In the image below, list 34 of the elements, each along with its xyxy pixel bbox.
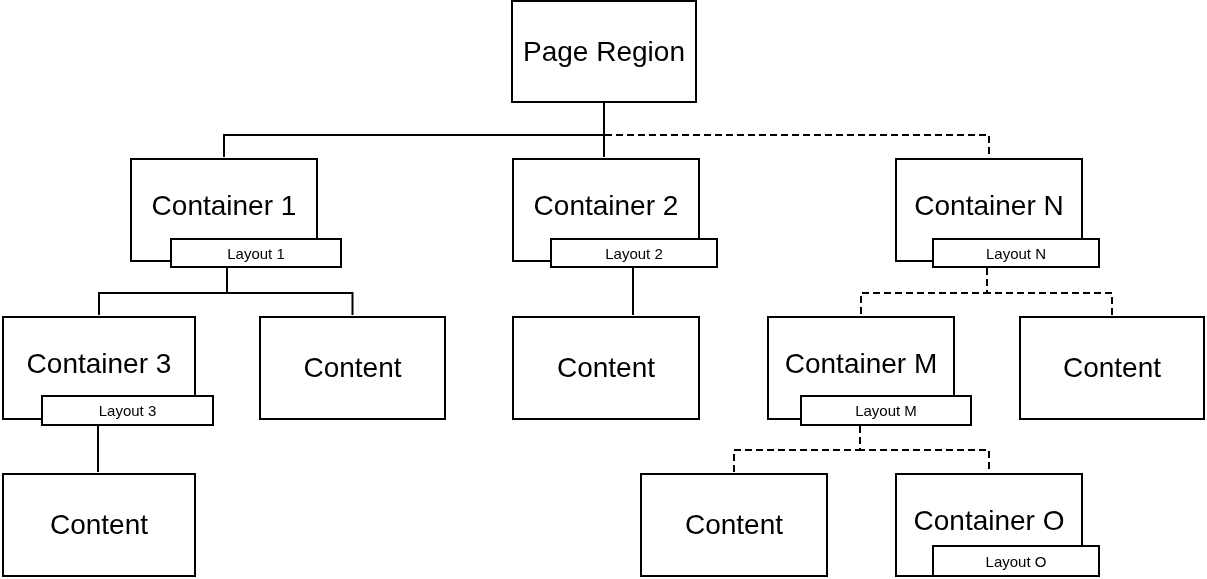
layout-label: Layout 1	[227, 244, 285, 262]
content-box	[1019, 316, 1205, 420]
box-label: Content	[1062, 352, 1162, 384]
layout-box	[932, 545, 1100, 577]
content-box	[259, 316, 446, 420]
layout-box	[932, 238, 1100, 268]
box-label: Content	[303, 352, 402, 384]
layout-box	[41, 395, 214, 426]
connector-line	[986, 267, 1113, 316]
connector-line	[632, 267, 634, 316]
box-label: Page Region	[523, 35, 685, 68]
connector-line	[97, 425, 99, 473]
content-box	[2, 473, 196, 577]
box-label: Content	[684, 509, 784, 541]
box-label: Content	[556, 352, 656, 384]
layout-box	[800, 395, 972, 426]
box-label: Container 3	[26, 348, 172, 380]
layout-label: Layout N	[985, 244, 1046, 262]
layout-label: Layout M	[855, 402, 917, 419]
layout-box	[170, 238, 342, 268]
box-label: Container M	[784, 348, 938, 380]
box-label: Container 1	[151, 190, 297, 222]
content-box	[511, 0, 697, 103]
box-label: Content	[49, 509, 149, 541]
layout-label: Layout 2	[605, 244, 663, 262]
layout-label: Layout O	[985, 552, 1047, 570]
box-label: Container 2	[533, 190, 679, 222]
layout-label: Layout 3	[98, 402, 157, 419]
content-box	[640, 473, 828, 577]
layout-box	[550, 238, 718, 268]
connector-line	[226, 267, 354, 316]
box-label: Container N	[914, 190, 1064, 222]
content-box	[512, 316, 700, 420]
box-label: Container O	[913, 505, 1065, 537]
